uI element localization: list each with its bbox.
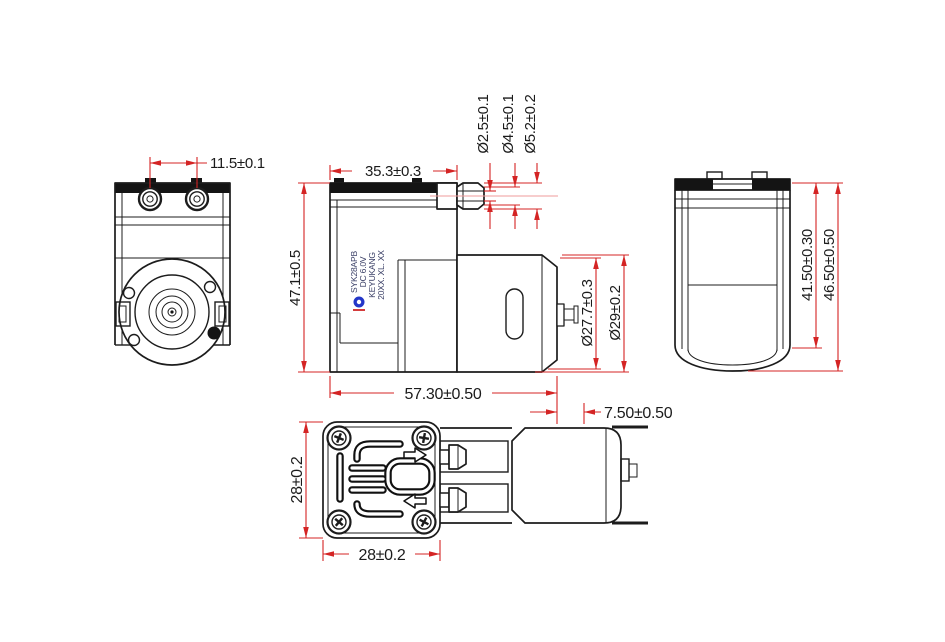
side-tab — [214, 301, 230, 327]
dim-text: Ø2.5±0.1 — [475, 94, 492, 153]
label-date: 20XX. XL. XX — [376, 250, 386, 300]
flow-arrow-right-icon — [403, 447, 427, 463]
screw-hole — [127, 333, 141, 347]
dim-text: Ø29±0.2 — [607, 285, 624, 340]
cap-tab — [334, 178, 344, 184]
round-bottom — [674, 344, 791, 372]
label-voltage: DC 6.0V — [358, 256, 368, 287]
dim-overall-height: 47.1±0.5 — [287, 182, 330, 373]
screw-hole — [122, 286, 136, 300]
dim-text: Ø4.5±0.1 — [500, 94, 517, 153]
pump-label: SYK28APB DC 6.0V KEYUKANG 20XX. XL. XX — [349, 250, 386, 311]
dim-overall-length: 57.30±0.50 — [329, 376, 558, 424]
cap-tab — [751, 171, 768, 180]
dim-text: Ø27.7±0.3 — [579, 279, 596, 346]
flow-arrow-left-icon — [403, 493, 427, 509]
hose-barb-bottom — [439, 487, 467, 513]
dim-text: 41.50±0.30 — [799, 229, 816, 301]
valve-plate — [322, 421, 441, 539]
cap-tab — [706, 171, 723, 180]
dim-terminal-length: 7.50±0.50 — [530, 403, 673, 424]
side-tab — [115, 301, 131, 327]
dim-port-spacing: 11.5±0.1 — [149, 155, 265, 188]
dim-text: 28±0.2 — [289, 456, 306, 503]
port-left — [137, 186, 163, 212]
pump-head — [329, 182, 458, 373]
label-model: SYK28APB — [349, 251, 359, 293]
dc-motor — [456, 254, 579, 373]
top-cap — [330, 183, 457, 193]
dim-rear-heights: 41.50±0.30 46.50±0.50 — [748, 182, 843, 372]
motor-shaft — [563, 308, 575, 321]
label-brand: KEYUKANG — [367, 252, 377, 298]
side-view: SYK28APB DC 6.0V KEYUKANG 20XX. XL. XX — [329, 178, 579, 373]
dim-head-width: 35.3±0.3 — [329, 163, 458, 180]
screw-hole — [203, 280, 217, 294]
corner-screw — [326, 425, 352, 451]
bearing-boss — [620, 458, 630, 482]
corner-screw — [411, 425, 437, 451]
locating-dot — [207, 326, 221, 340]
round-housing — [115, 258, 230, 366]
valve-channels — [336, 440, 436, 518]
corner-screw — [326, 509, 352, 535]
bottom-view — [322, 421, 648, 539]
dim-motor-diameters: Ø27.7±0.3 Ø29±0.2 — [535, 254, 629, 373]
cap-tab — [412, 178, 422, 184]
dim-nozzle-diameters: Ø2.5±0.1 Ø4.5±0.1 Ø5.2±0.2 — [430, 94, 558, 229]
dim-text: 47.1±0.5 — [287, 250, 304, 306]
dim-text: 28±0.2 — [358, 547, 405, 564]
hose-barb-top — [439, 444, 467, 470]
motor-vent-slot — [505, 288, 524, 340]
dim-plate-height: 28±0.2 — [289, 421, 323, 539]
dim-text: 35.3±0.3 — [365, 163, 421, 180]
motor-bottom — [511, 427, 622, 524]
dim-plate-width: 28±0.2 — [322, 540, 441, 564]
top-cap — [115, 183, 230, 193]
port-right — [184, 186, 210, 212]
dim-text: 11.5±0.1 — [210, 155, 265, 172]
body-outline — [114, 182, 231, 345]
bearing-boss — [556, 303, 565, 327]
dim-text: 57.30±0.50 — [405, 386, 482, 403]
dim-text: Ø5.2±0.2 — [522, 94, 539, 153]
front-view — [114, 178, 231, 366]
dim-text: 7.50±0.50 — [604, 405, 673, 422]
rear-view — [674, 171, 791, 372]
corner-screw — [411, 509, 437, 535]
dim-text: 46.50±0.50 — [821, 229, 838, 301]
